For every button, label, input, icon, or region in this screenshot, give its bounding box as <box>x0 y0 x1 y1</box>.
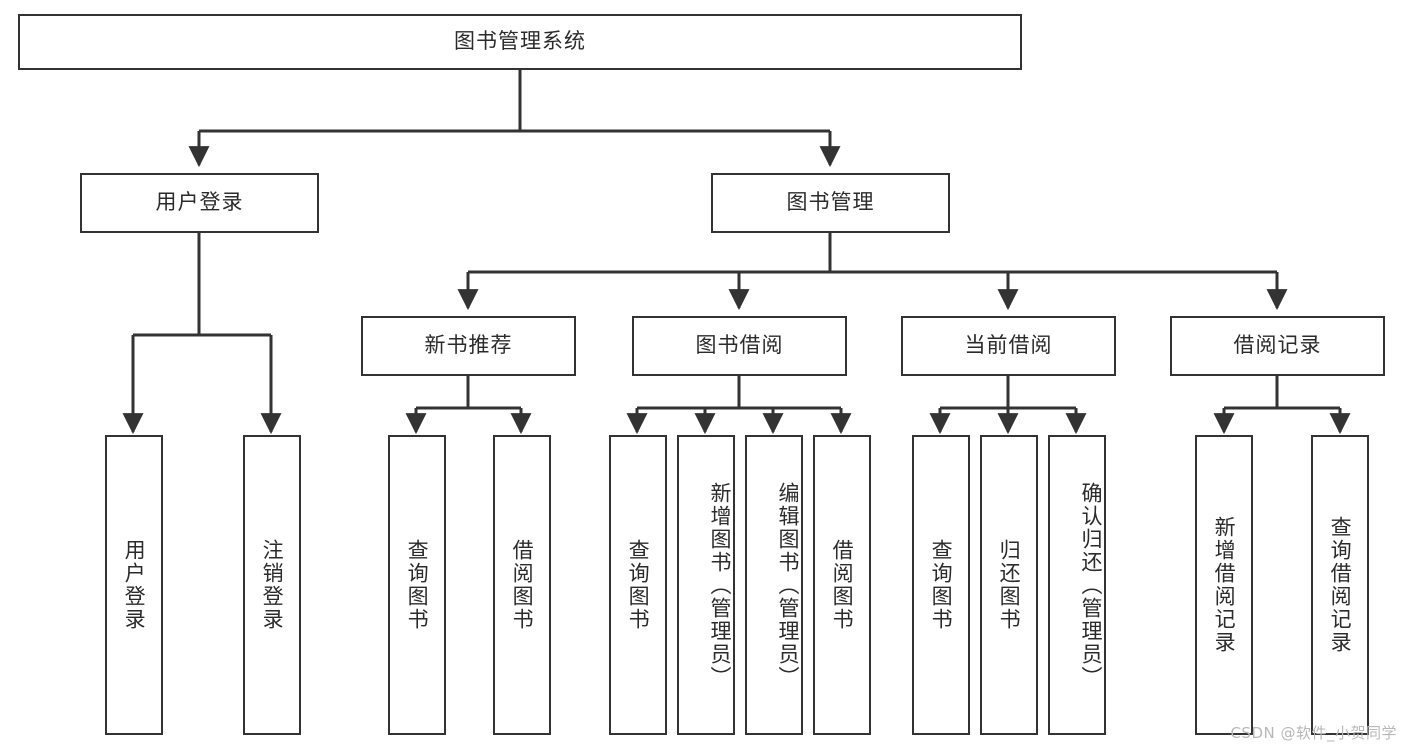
node-user-login-label: 用户登录 <box>155 190 244 215</box>
node-book-borrow-label: 图书借阅 <box>695 333 784 358</box>
node-leaf-return-book[interactable]: 归还图书 <box>980 435 1038 735</box>
node-leaf-user-logout[interactable]: 注销登录 <box>243 435 301 735</box>
node-leaf-borrow-book-2[interactable]: 借阅图书 <box>813 435 871 735</box>
node-leaf-borrow-book-2-label: 借阅图书 <box>830 539 855 631</box>
node-leaf-borrow-book-1[interactable]: 借阅图书 <box>493 435 551 735</box>
node-leaf-user-logout-label: 注销登录 <box>260 539 285 631</box>
node-leaf-return-book-label: 归还图书 <box>997 539 1022 631</box>
node-new-book-recommend-label: 新书推荐 <box>424 333 513 358</box>
node-leaf-confirm-return[interactable]: 确认归还（管理员） <box>1048 435 1106 735</box>
node-root-label: 图书管理系统 <box>454 29 586 54</box>
node-leaf-query-book-3[interactable]: 查询图书 <box>912 435 970 735</box>
node-user-login[interactable]: 用户登录 <box>80 173 319 233</box>
node-leaf-edit-book[interactable]: 编辑图书（管理员） <box>745 435 803 735</box>
node-book-manage-label: 图书管理 <box>786 190 875 215</box>
node-borrow-record-label: 借阅记录 <box>1233 333 1322 358</box>
node-leaf-add-record[interactable]: 新增借阅记录 <box>1195 435 1253 735</box>
node-leaf-user-login[interactable]: 用户登录 <box>105 435 163 735</box>
node-leaf-query-record[interactable]: 查询借阅记录 <box>1311 435 1369 735</box>
node-leaf-query-record-label: 查询借阅记录 <box>1328 516 1353 654</box>
node-leaf-user-login-label: 用户登录 <box>122 539 147 631</box>
node-leaf-add-record-label: 新增借阅记录 <box>1212 516 1237 654</box>
node-leaf-confirm-return-label: 确认归还（管理员） <box>1079 481 1103 689</box>
node-leaf-add-book-label: 新增图书（管理员） <box>708 481 732 689</box>
node-leaf-query-book-2[interactable]: 查询图书 <box>609 435 667 735</box>
node-book-borrow[interactable]: 图书借阅 <box>632 316 847 376</box>
node-root[interactable]: 图书管理系统 <box>18 14 1022 70</box>
node-leaf-borrow-book-1-label: 借阅图书 <box>510 539 535 631</box>
node-leaf-query-book-1[interactable]: 查询图书 <box>388 435 446 735</box>
node-book-manage[interactable]: 图书管理 <box>711 173 950 233</box>
node-current-borrow-label: 当前借阅 <box>964 333 1053 358</box>
node-leaf-query-book-2-label: 查询图书 <box>626 539 651 631</box>
node-leaf-query-book-3-label: 查询图书 <box>929 539 954 631</box>
node-borrow-record[interactable]: 借阅记录 <box>1170 316 1385 376</box>
node-current-borrow[interactable]: 当前借阅 <box>901 316 1116 376</box>
node-leaf-add-book[interactable]: 新增图书（管理员） <box>677 435 735 735</box>
node-leaf-query-book-1-label: 查询图书 <box>405 539 430 631</box>
node-leaf-edit-book-label: 编辑图书（管理员） <box>776 481 800 689</box>
node-new-book-recommend[interactable]: 新书推荐 <box>361 316 576 376</box>
